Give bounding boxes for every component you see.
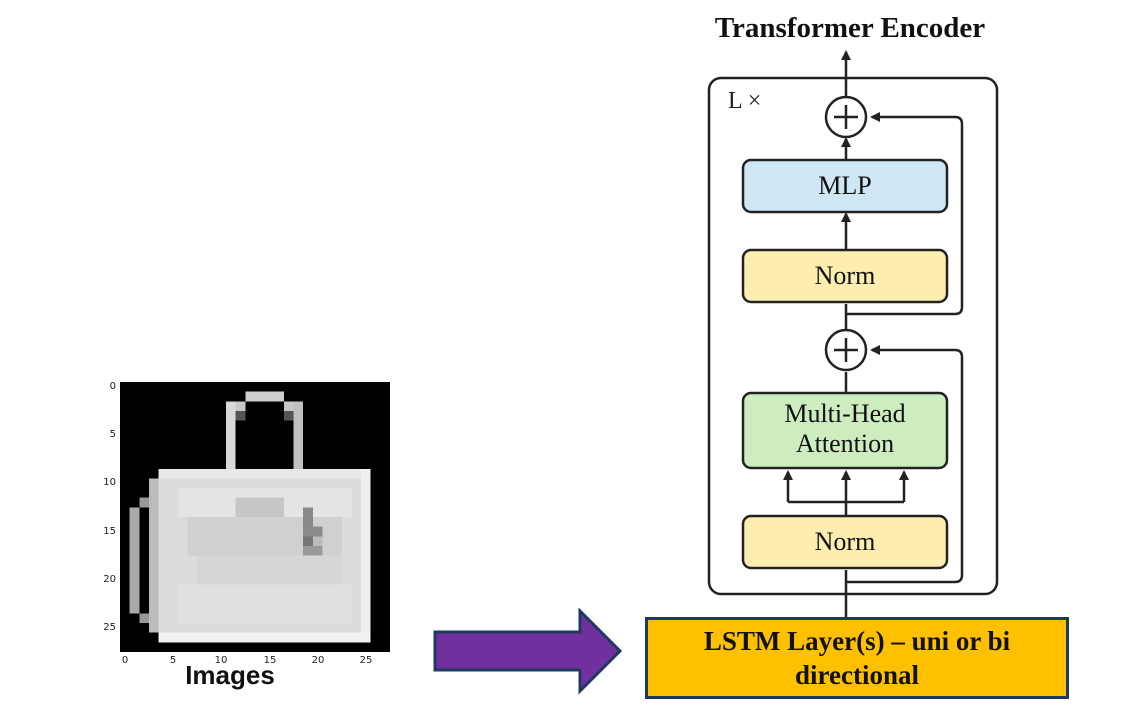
attention-label-line1: Multi-Head	[784, 399, 906, 428]
attention-label-line2: Attention	[795, 429, 895, 458]
lstm-label-line1: LSTM Layer(s) – uni or bi	[703, 626, 1011, 656]
input-image	[120, 382, 390, 652]
flow-arrow	[433, 607, 623, 695]
bag-image	[120, 382, 390, 652]
y-tick: 5	[109, 429, 116, 440]
encoder-title: Transformer Encoder	[714, 12, 986, 44]
repeat-label: L ×	[728, 88, 762, 114]
lstm-box: LSTM Layer(s) – uni or bi directional	[645, 617, 1069, 699]
x-tick: 10	[214, 655, 228, 666]
y-tick: 20	[103, 574, 116, 585]
x-tick: 15	[263, 655, 277, 666]
mlp-label: MLP	[818, 171, 872, 200]
x-tick: 25	[359, 655, 373, 666]
y-tick: 10	[103, 477, 116, 488]
lstm-label-line2: directional	[795, 660, 919, 690]
norm-top-label: Norm	[814, 261, 876, 290]
y-tick: 25	[103, 622, 116, 633]
y-tick: 0	[109, 381, 116, 392]
lstm-label: LSTM Layer(s) – uni or bi directional	[704, 624, 1010, 692]
encoder-frame	[707, 76, 999, 596]
norm-bottom-label: Norm	[814, 527, 876, 556]
x-tick: 0	[121, 655, 129, 666]
residual-bottom	[846, 345, 964, 584]
residual-top	[846, 112, 964, 316]
images-label: Images	[185, 660, 275, 690]
x-tick: 20	[311, 655, 325, 666]
y-tick: 15	[103, 526, 116, 537]
x-tick: 5	[169, 655, 177, 666]
